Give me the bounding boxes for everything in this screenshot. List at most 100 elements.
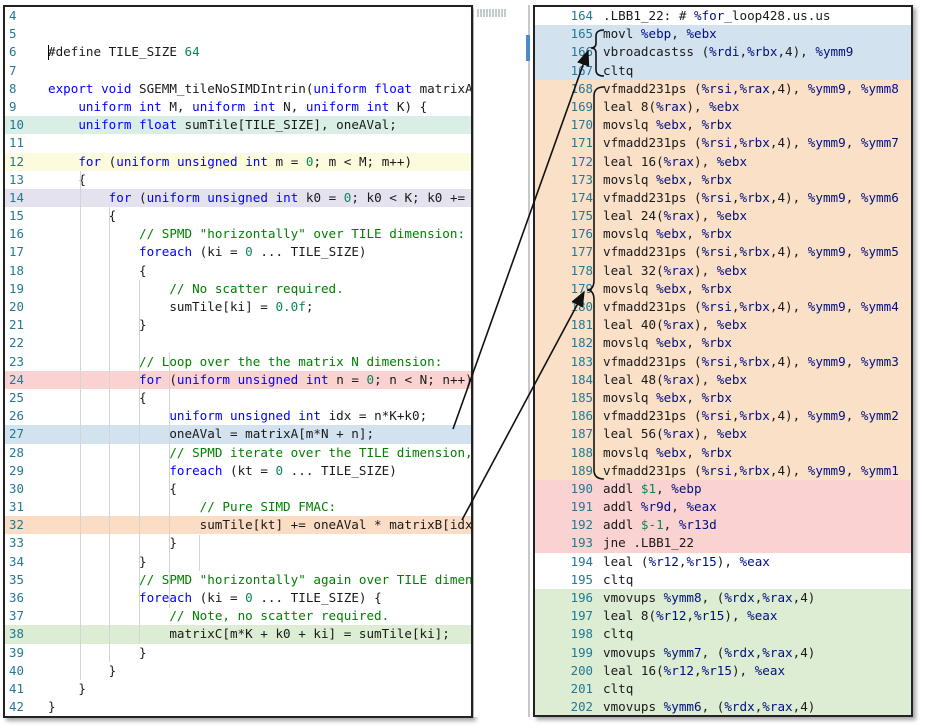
code-line[interactable]: 21 } [5, 316, 471, 335]
code-line[interactable]: 28 // SPMD iterate over the TILE dimensi… [5, 443, 471, 462]
line-text: leal 24(%rax), %ebx [603, 208, 748, 224]
code-line[interactable]: 30 { [5, 479, 471, 499]
line-text: for (uniform unsigned int n = 0; n < N; … [139, 371, 473, 387]
code-line[interactable]: 11 [5, 134, 471, 153]
code-line[interactable]: 12 for (uniform unsigned int m = 0; m < … [5, 152, 471, 171]
line-number: 8 [9, 80, 17, 96]
line-text: } [48, 662, 117, 678]
line-text: uniform int M, uniform int N, uniform in… [78, 98, 428, 114]
code-line[interactable]: 39 } [5, 643, 471, 662]
line-text: foreach (kt = 0 ... TILE_SIZE) [169, 462, 397, 478]
line-text: { [48, 262, 147, 278]
code-line[interactable]: 27 oneAVal = matrixA[m*N + n]; [5, 425, 471, 444]
code-line[interactable]: 20 sumTile[ki] = 0.0f; [5, 298, 471, 317]
code-line[interactable]: 18 { [5, 261, 471, 280]
line-text: sumTile[ki] = 0.0f; [48, 299, 314, 314]
code-line[interactable]: 26 uniform unsigned int idx = n*K+k0; [5, 407, 471, 426]
code-line[interactable]: 16 // SPMD "horizontally" over TILE dime… [5, 225, 471, 244]
line-number: 11 [9, 135, 24, 151]
code-line[interactable]: 7 [5, 61, 471, 80]
minimap-preview [477, 9, 507, 17]
indent-guide [169, 352, 170, 608]
code-line[interactable]: 15 { [5, 207, 471, 226]
line-number: 31 [9, 499, 24, 515]
code-line[interactable]: 17 foreach (ki = 0 ... TILE_SIZE) [5, 243, 471, 262]
code-line[interactable]: 36 foreach (ki = 0 ... TILE_SIZE) { [5, 589, 471, 608]
code-line[interactable]: 23 // Loop over the the matrix N dimensi… [5, 352, 471, 371]
line-number: 177 [570, 244, 593, 260]
code-line[interactable]: 13 { [5, 170, 471, 189]
line-number: 38 [9, 626, 24, 642]
arrow-oneaval-to-broadcast [452, 49, 590, 430]
code-line[interactable]: 25 { [5, 388, 471, 408]
code-line[interactable]: 10 uniform float sumTile[TILE_SIZE], one… [5, 116, 471, 135]
code-line[interactable]: 40 } [5, 661, 471, 680]
code-line[interactable]: 9 uniform int M, uniform int N, uniform … [5, 97, 471, 117]
code-line[interactable]: 29 foreach (kt = 0 ... TILE_SIZE) [5, 461, 471, 480]
code-line[interactable]: 32 sumTile[kt] += oneAVal * matrixB[idx [5, 516, 471, 535]
code-line[interactable]: 14 for (uniform unsigned int k0 = 0; k0 … [5, 188, 471, 208]
code-line[interactable]: 196 vmovups %ymm8, (%rdx,%rax,4) [535, 589, 911, 608]
code-line[interactable]: 6#define TILE_SIZE 64 [5, 43, 471, 62]
code-line[interactable]: 42} [5, 698, 471, 716]
code-line[interactable]: 33 } [5, 534, 471, 553]
code-line[interactable]: 22 [5, 334, 471, 353]
line-number: 200 [570, 662, 593, 678]
code-line[interactable]: 38 matrixC[m*K + k0 + ki] = sumTile[ki]; [5, 625, 471, 644]
line-text: vmovups %ymm8, (%rdx,%rax,4) [603, 590, 816, 605]
line-number: 21 [9, 317, 24, 333]
code-line[interactable]: 41 } [5, 679, 471, 699]
editor-scrollbar[interactable] [528, 5, 530, 717]
code-line[interactable]: 35 // SPMD "horizontally" again over TIL… [5, 570, 471, 589]
code-line[interactable]: 4 [5, 7, 471, 26]
code-line[interactable]: 5 [5, 25, 471, 44]
line-text: foreach (ki = 0 ... TILE_SIZE) [139, 244, 367, 260]
editor-minimap[interactable] [474, 5, 530, 717]
line-number: 196 [570, 590, 593, 605]
code-line[interactable]: 31 // Pure SIMD FMAC: [5, 498, 471, 517]
line-number: 170 [570, 117, 593, 133]
brace-lines-168-189 [586, 86, 605, 480]
code-line[interactable]: 37 // Note, no scatter required. [5, 607, 471, 626]
code-line[interactable]: 19 // No scatter required. [5, 279, 471, 298]
code-line[interactable]: 34 } [5, 552, 471, 571]
code-line[interactable]: 164.LBB1_22: # %for_loop428.us.us [535, 7, 911, 26]
code-line[interactable]: 24 for (uniform unsigned int n = 0; n < … [5, 370, 473, 389]
